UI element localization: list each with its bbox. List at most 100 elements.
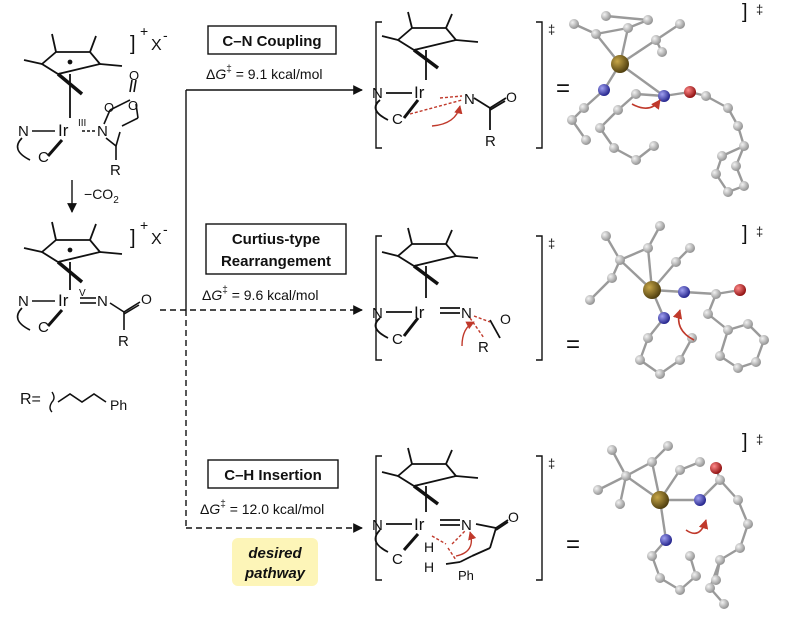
model-atom-c: [675, 465, 685, 475]
r-group: R: [110, 162, 121, 179]
ring-o3: O: [129, 68, 139, 83]
desired-pathway-badge: desired pathway: [232, 538, 318, 586]
nitrene-complex: ] + X - Ir V N C N O R: [16, 217, 168, 350]
model-bond: [619, 63, 665, 97]
model-atom-c: [623, 23, 633, 33]
ts-curtius-3d-model: ] ‡: [585, 221, 769, 379]
model-atom-c: [715, 475, 725, 485]
model-atom-ir: [643, 281, 661, 299]
ts-ch-insertion-3d-model: ] ‡: [593, 431, 763, 609]
model-atom-ir: [651, 491, 669, 509]
model-atom-c: [705, 583, 715, 593]
model-atom-c: [601, 231, 611, 241]
model-atom-c: [655, 573, 665, 583]
model-atom-c: [723, 103, 733, 113]
pathway-title: C–H Insertion: [224, 467, 322, 484]
c-ligand: C: [392, 331, 403, 348]
n-ligand: N: [372, 305, 383, 322]
model-atom-c: [581, 135, 591, 145]
dagger: ‡: [756, 2, 763, 17]
h-atom: H: [424, 559, 434, 575]
co2-label: −CO2: [84, 186, 119, 206]
ph-label: Ph: [458, 568, 474, 583]
energy-barrier: ΔG‡ = 9.1 kcal/mol: [206, 64, 322, 82]
counterion-charge: -: [163, 27, 168, 43]
model-atom-c: [715, 555, 725, 565]
r-group: R: [485, 133, 496, 150]
model-atom-c: [735, 543, 745, 553]
pathway-title-line2: Rearrangement: [221, 253, 331, 270]
n-ligand: N: [18, 123, 29, 140]
model-atom-n: [598, 84, 610, 96]
ts-cn-3d-model: ] ‡: [567, 1, 763, 197]
dagger: ‡: [756, 224, 763, 239]
equals-sign: =: [566, 331, 580, 358]
model-atom-c: [663, 441, 673, 451]
model-atom-c: [759, 335, 769, 345]
energy-barrier: ΔG‡ = 12.0 kcal/mol: [200, 499, 324, 517]
model-atom-c: [715, 351, 725, 361]
model-atom-c: [631, 155, 641, 165]
model-atom-c: [591, 29, 601, 39]
ir-label: Ir: [414, 83, 425, 102]
model-bond: [619, 246, 649, 262]
model-atom-c: [601, 11, 611, 21]
r-equals: R=: [20, 391, 41, 408]
pathway-ch: C–H Insertion ΔG‡ = 12.0 kcal/mol: [200, 459, 339, 517]
model-atom-c: [615, 255, 625, 265]
model-atom-c: [671, 257, 681, 267]
model-atom-c: [743, 319, 753, 329]
model-atom-ir: [611, 55, 629, 73]
model-bracket: ]: [742, 223, 748, 245]
model-bracket: ]: [742, 431, 748, 453]
carbonyl-o: O: [141, 291, 152, 307]
dagger: ‡: [548, 456, 555, 471]
model-atom-c: [739, 181, 749, 191]
model-atom-c: [595, 123, 605, 133]
model-atom-n: [678, 286, 690, 298]
model-atom-c: [643, 15, 653, 25]
imido-n: N: [97, 293, 108, 310]
desired-line1: desired: [248, 545, 302, 562]
model-bond: [605, 14, 649, 22]
model-atom-c: [657, 47, 667, 57]
model-atom-c: [675, 585, 685, 595]
cp-star-ring-2: [23, 221, 123, 290]
charge-bracket: ]: [130, 33, 136, 55]
h-atom: H: [424, 539, 434, 555]
model-atom-c: [723, 187, 733, 197]
model-atom-c: [593, 485, 603, 495]
pathway-cn: C–N Coupling ΔG‡ = 9.1 kcal/mol: [206, 25, 337, 82]
model-atom-c: [691, 571, 701, 581]
pathway-curtius: Curtius-type Rearrangement ΔG‡ = 9.6 kca…: [202, 223, 347, 303]
model-atom-c: [733, 495, 743, 505]
model-atom-c: [579, 103, 589, 113]
ir-label-2: Ir: [58, 291, 69, 310]
ir-label: Ir: [414, 303, 425, 322]
r-group-2: R: [118, 333, 129, 350]
ts-ch-insertion-structure: ‡ Ir N C N O: [372, 447, 555, 583]
ox-state: III: [78, 118, 86, 129]
n-ligand: N: [372, 85, 383, 102]
co2-loss-step: −CO2: [67, 180, 119, 213]
c-ligand: C: [38, 149, 49, 166]
model-atom-c: [621, 471, 631, 481]
model-atom-c: [733, 363, 743, 373]
model-atom-c: [643, 243, 653, 253]
model-arrow: [631, 99, 661, 110]
model-atom-c: [631, 89, 641, 99]
model-atom-c: [651, 35, 661, 45]
model-atom-c: [647, 457, 657, 467]
carbonyl-o: O: [508, 509, 519, 525]
pathway-title: Curtius-type: [232, 231, 320, 248]
model-atom-c: [687, 333, 697, 343]
model-atom-c: [655, 221, 665, 231]
model-atom-o: [734, 284, 746, 296]
ir-label: Ir: [414, 515, 425, 534]
ring-o1: O: [104, 100, 114, 115]
counterion-charge-2: -: [163, 221, 168, 237]
model-atom-c: [675, 355, 685, 365]
dagger: ‡: [548, 236, 555, 251]
imido-n: N: [461, 517, 472, 534]
model-atom-c: [733, 121, 743, 131]
